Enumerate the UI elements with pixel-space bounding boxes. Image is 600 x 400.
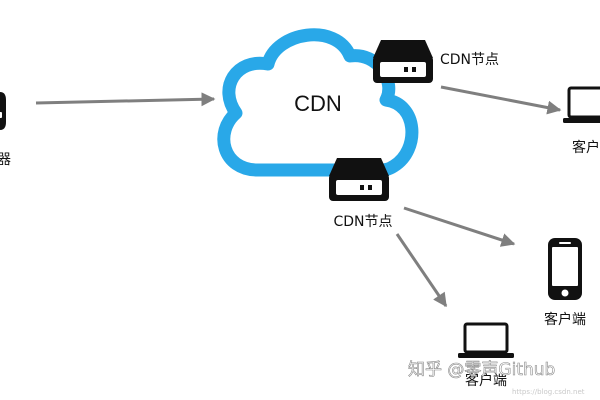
client-phone-label: 客户端 xyxy=(544,311,586,328)
client-bottom-laptop-icon xyxy=(458,322,514,358)
origin-server-icon xyxy=(0,92,6,130)
client-right-laptop-icon xyxy=(563,86,600,123)
arrow-node-mid-to-client-bottom xyxy=(395,233,448,308)
watermark-small-text: https://blog.csdn.net xyxy=(512,388,585,396)
arrow-node-mid-to-client-phone xyxy=(403,206,516,247)
cdn-node-mid-server-icon xyxy=(329,158,389,201)
arrow-origin-to-cdn xyxy=(35,92,216,107)
origin-server-label: 器 xyxy=(0,152,11,168)
cdn-node-mid-label: CDN节点 xyxy=(333,214,392,230)
cdn-node-top-label: CDN节点 xyxy=(440,52,499,68)
client-bottom-label: 客户端 xyxy=(465,372,507,389)
cdn-cloud-label: CDN xyxy=(294,91,342,116)
cdn-cloud-icon xyxy=(217,28,419,177)
cdn-node-top-server-icon xyxy=(373,40,433,83)
watermark-text: 知乎 @零声Github xyxy=(408,360,555,380)
arrow-node-top-to-client-right xyxy=(440,85,562,115)
client-right-label: 客户 xyxy=(572,139,600,156)
client-phone-icon xyxy=(548,238,582,300)
